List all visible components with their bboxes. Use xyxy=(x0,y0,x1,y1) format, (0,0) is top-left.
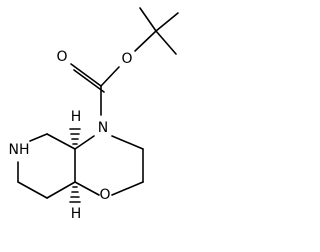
atom-label-stereo-h-top: H xyxy=(71,109,82,125)
morpholine-ring xyxy=(74,135,144,196)
atom-label-ester-oxygen: O xyxy=(121,51,132,67)
stereo-hash-bond-bottom xyxy=(69,186,81,203)
bond-c8-to-c8a xyxy=(46,181,76,199)
bond-ester-o-to-carbonyl-c xyxy=(100,66,120,87)
bond-tbu-c-to-methyl-top xyxy=(155,12,179,32)
bond-carbonyl-c-to-o-double-1 xyxy=(70,63,102,87)
bond-c2-to-o xyxy=(111,181,144,196)
carbamate-group xyxy=(70,63,120,116)
atom-label-stereo-h-bottom: H xyxy=(71,206,82,222)
tert-butyl-group xyxy=(134,7,179,55)
atom-label-ring-oxygen: O xyxy=(99,187,110,203)
bond-tbu-c-to-methyl-right xyxy=(155,30,177,55)
bond-carbonyl-c-to-o-double-2 xyxy=(73,69,105,93)
bond-o-to-c8a xyxy=(74,181,100,196)
bond-tbu-c-to-methyl-left xyxy=(139,7,157,32)
bond-c4a-to-n xyxy=(74,135,95,150)
atom-label-carbonyl-oxygen: O xyxy=(56,49,67,65)
piperidine-ring xyxy=(17,133,76,199)
stereo-hash-bond-top xyxy=(69,128,81,145)
bond-c5-to-nh xyxy=(29,133,48,142)
bond-c7-to-c8 xyxy=(17,181,48,199)
atom-label-ring-nh: NH xyxy=(9,142,30,158)
bond-c4a-to-c5 xyxy=(46,133,76,150)
molecule-structure-diagram: O O N NH O H H xyxy=(9,7,179,222)
bond-n-to-c3 xyxy=(111,135,144,150)
atom-label-carbamate-nitrogen: N xyxy=(98,120,108,136)
bond-tbu-c-to-ester-o xyxy=(134,30,157,52)
